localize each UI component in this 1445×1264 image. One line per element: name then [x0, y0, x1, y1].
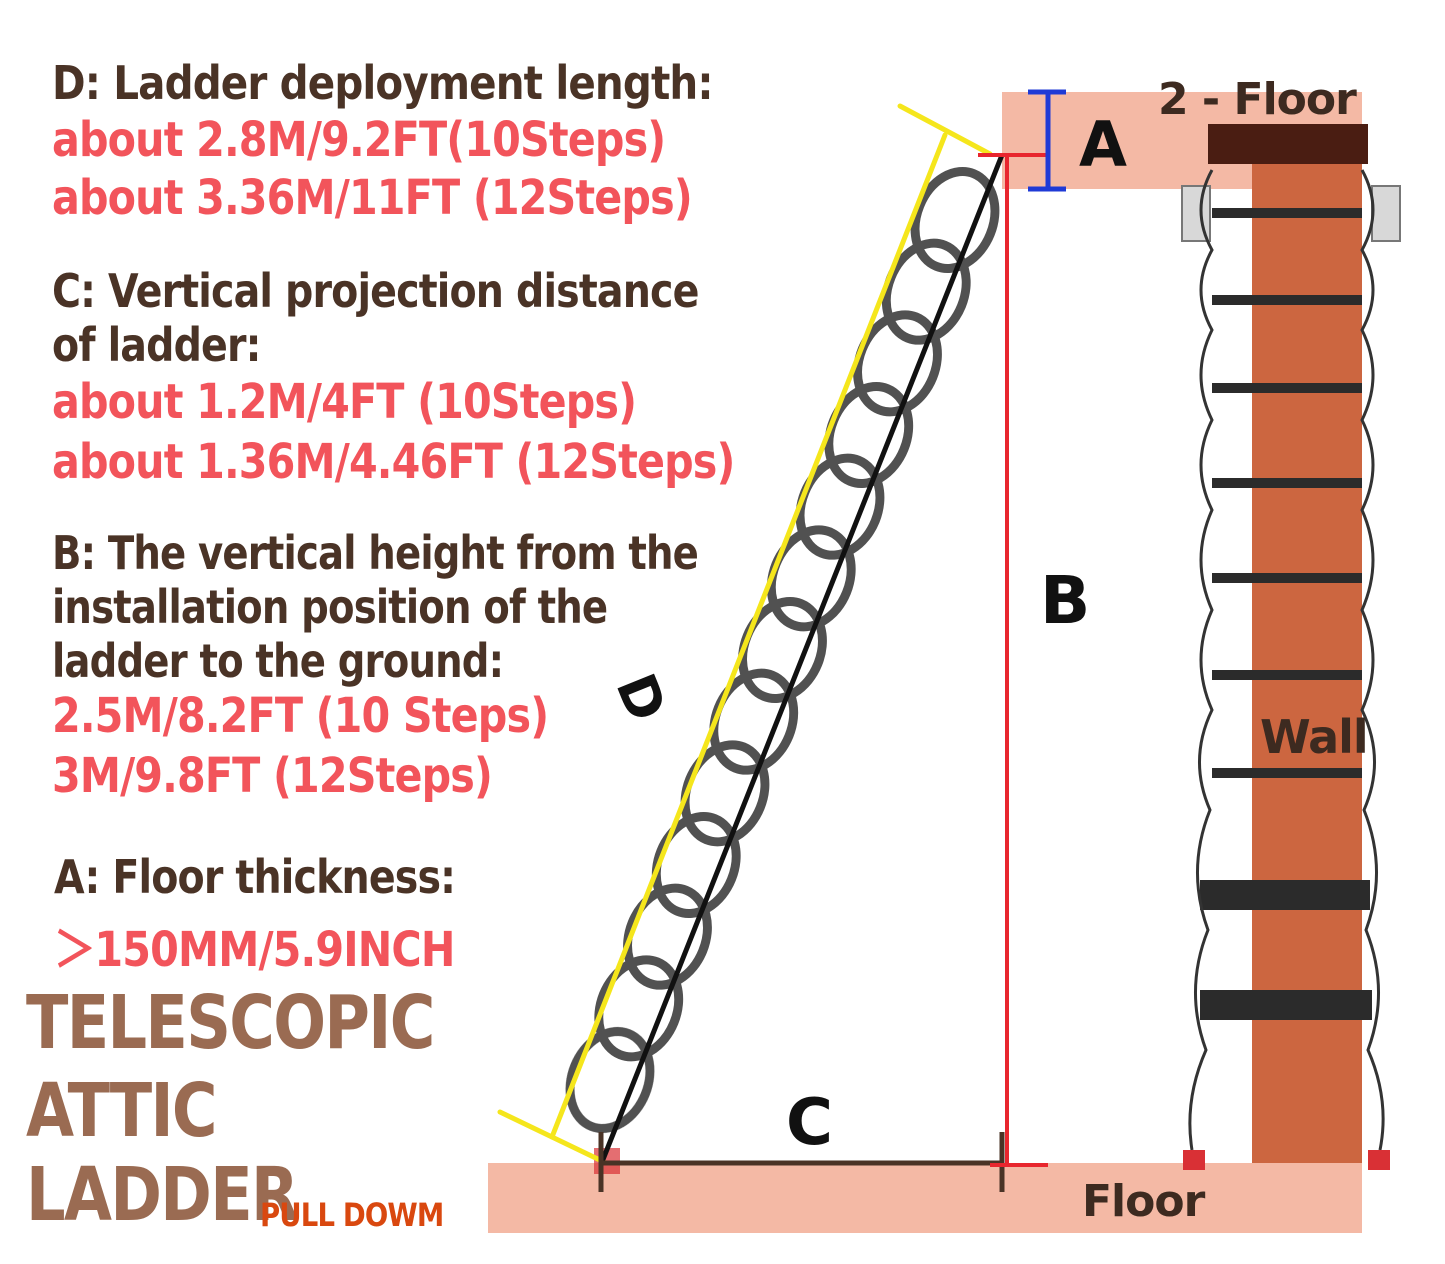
ladder-ring	[651, 812, 741, 918]
label-a: A	[1079, 108, 1127, 181]
spec-b-heading-1: B: The vertical height from the	[52, 526, 699, 580]
dimension-d	[497, 103, 993, 1165]
spec-d-value-12: about 3.36M/11FT (12Steps)	[52, 170, 693, 226]
spec-c-heading-1: C: Vertical projection distance	[52, 264, 699, 318]
spec-c-value-10: about 1.2M/4FT (10Steps)	[52, 374, 637, 430]
label-floor: Floor	[1082, 1176, 1205, 1227]
spec-a-value: ＞150MM/5.9INCH	[54, 922, 455, 978]
brand-title-line-1: TELESCOPIC	[26, 980, 435, 1066]
ladder-ring	[594, 955, 684, 1062]
ladder-ring	[565, 1027, 655, 1133]
label-b: B	[1040, 562, 1091, 639]
brand-title-line-3: LADDER	[26, 1152, 299, 1238]
folded-ladder-image	[1181, 124, 1401, 1170]
ground-floor-slab	[488, 1163, 1362, 1233]
spec-b-heading-3: ladder to the ground:	[52, 634, 504, 688]
spec-c-value-12: about 1.36M/4.46FT (12Steps)	[52, 434, 735, 490]
ladder-ring	[623, 883, 712, 990]
dimension-c	[598, 1132, 1005, 1192]
spec-b-value-10: 2.5M/8.2FT (10 Steps)	[52, 688, 549, 744]
spec-d-value-10: about 2.8M/9.2FT(10Steps)	[52, 112, 666, 168]
spec-d-heading: D: Ladder deployment length:	[52, 56, 714, 110]
dimension-b	[978, 153, 1048, 1167]
spec-c-heading-2: of ladder:	[52, 318, 261, 372]
label-c: C	[786, 1086, 833, 1160]
spec-b-value-12: 3M/9.8FT (12Steps)	[52, 748, 493, 804]
spec-b-heading-2: installation position of the	[52, 580, 608, 634]
ladder-diagonal	[599, 154, 1005, 1163]
label-upper-floor: 2 - Floor	[1158, 74, 1357, 125]
brand-tagline: PULL DOWM	[260, 1196, 444, 1234]
label-wall: Wall	[1260, 710, 1369, 764]
spec-a-heading: A: Floor thickness:	[54, 850, 456, 904]
brand-title-line-2: ATTIC	[26, 1068, 218, 1154]
dimension-a	[1028, 89, 1066, 192]
